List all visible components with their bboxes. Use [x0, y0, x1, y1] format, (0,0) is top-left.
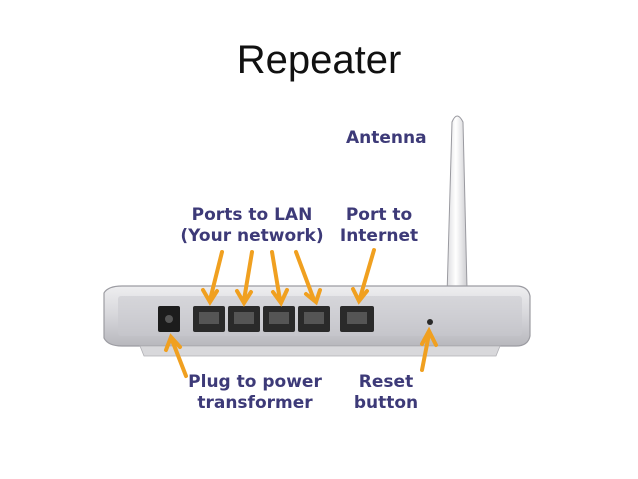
lan-port-1	[193, 306, 225, 332]
label-ports-to-lan: Ports to LAN (Your network)	[172, 205, 332, 247]
power-jack	[158, 306, 180, 332]
lan-port-4	[298, 306, 330, 332]
arrow-power	[164, 333, 188, 378]
label-port-to-internet: Port to Internet	[336, 205, 422, 247]
label-plug-to-power: Plug to power transformer	[180, 372, 330, 414]
label-lan-line1: Ports to LAN	[191, 205, 313, 225]
lan-ports	[193, 306, 330, 332]
label-lan-line2: (Your network)	[180, 226, 324, 246]
label-reset-button: Reset button	[348, 372, 424, 414]
label-internet-line1: Port to	[345, 205, 413, 225]
label-antenna-text: Antenna	[346, 128, 427, 148]
label-reset-line1: Reset	[358, 372, 414, 392]
lan-port-2	[228, 306, 260, 332]
arrow-reset	[420, 326, 438, 372]
internet-port	[340, 306, 374, 332]
arrow-internet	[351, 248, 376, 305]
slide-title: Repeater	[236, 38, 402, 82]
reset-button-hole	[427, 319, 433, 325]
label-antenna: Antenna	[346, 128, 427, 149]
label-power-line2: transformer	[197, 393, 313, 413]
arrow-lan-4	[294, 250, 322, 306]
lan-port-3	[263, 306, 295, 332]
label-internet-line2: Internet	[339, 226, 419, 246]
label-power-line1: Plug to power	[188, 372, 322, 392]
arrow-lan-1	[201, 250, 224, 306]
label-reset-line2: button	[353, 393, 419, 413]
arrow-lan-2	[235, 250, 254, 307]
arrow-lan-3	[270, 250, 289, 307]
